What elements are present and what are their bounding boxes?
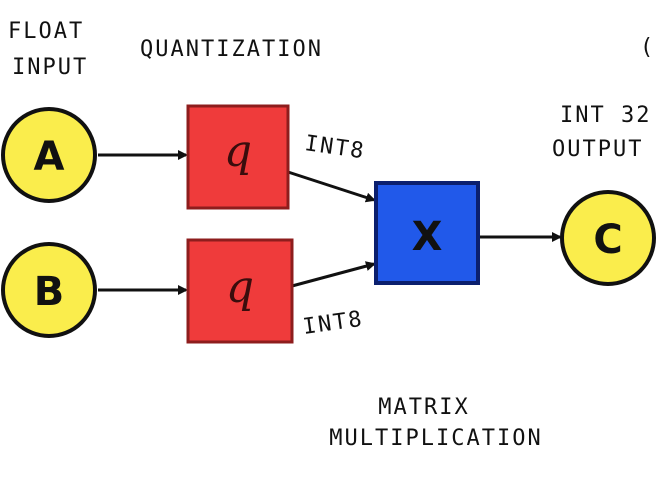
quantizer-top-symbol: q: [224, 126, 252, 177]
multiply-node: X: [374, 181, 480, 285]
float-input-label-line2: INPUT: [12, 55, 88, 80]
multiply-symbol: X: [412, 214, 443, 260]
multiply-box: [374, 181, 480, 285]
int32-output-label-line1: INT 32: [560, 103, 651, 128]
input-a-circle: [1, 107, 97, 203]
quantizer-bottom-node: q: [186, 238, 294, 344]
quantizer-bottom-box: [186, 238, 294, 344]
int8-bottom-label: INT8: [301, 307, 365, 340]
input-b-node: B: [1, 242, 97, 338]
float-input-label-line1: FLOAT: [8, 19, 84, 44]
input-b-letter: B: [34, 269, 65, 315]
edge-quantizer-bottom-to-multiply: [291, 261, 376, 288]
int8-top-label: INT8: [303, 131, 367, 164]
int32-output-label-line2: OUTPUT: [552, 137, 643, 162]
edge-fragment-label: (: [640, 35, 655, 60]
edge-quantizer-top-to-multiply: [287, 170, 376, 203]
output-c-node: C: [560, 190, 656, 286]
output-c-letter: C: [593, 217, 622, 263]
matrix-label-line2: MULTIPLICATION: [329, 426, 542, 451]
quantizer-top-box: [186, 104, 290, 210]
input-b-circle: [1, 242, 97, 338]
input-a-letter: A: [34, 134, 65, 180]
quantizer-top-node: q: [186, 104, 290, 210]
quantizer-bottom-symbol: q: [226, 262, 254, 313]
quantization-label: QUANTIZATION: [140, 37, 323, 62]
output-c-circle: [560, 190, 656, 286]
input-a-node: A: [1, 107, 97, 203]
matrix-label-line1: MATRIX: [378, 395, 469, 420]
